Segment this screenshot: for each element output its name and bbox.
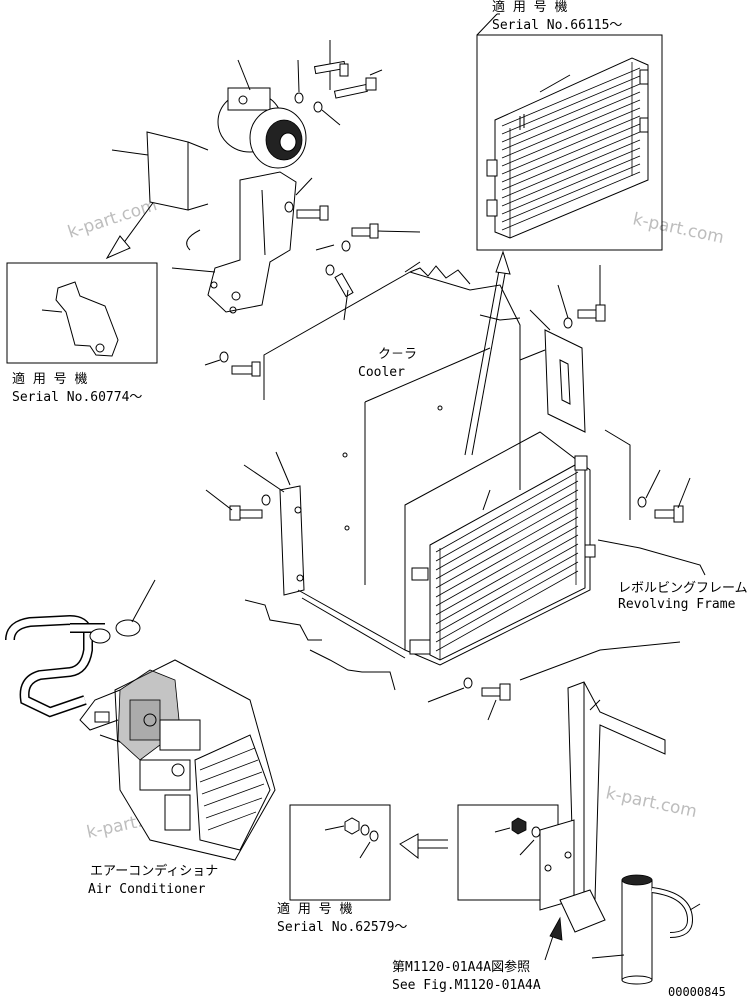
air-conditioner-unit [5, 579, 276, 861]
air-conditioner-label-en: Air Conditioner [88, 882, 206, 897]
detail-bottom-serial: Serial No.62579～ [277, 920, 407, 935]
cooler-bolts [205, 265, 691, 721]
detail-box-top-left: 適 用 号 機 Serial No.60774～ [6, 199, 158, 405]
detail-top-left-serial: Serial No.60774～ [12, 390, 142, 405]
cooler-condenser [404, 431, 596, 666]
see-fig-label-jp: 第M1120-01A4A図参照 [392, 959, 530, 975]
bracket-detail [41, 281, 119, 357]
air-conditioner-label-jp: エアーコンディショナ [90, 863, 218, 879]
watermark-left-top: k-part.com [65, 195, 159, 243]
frame-outlines [244, 261, 706, 691]
condenser-detail [486, 57, 649, 239]
detail-top-right-jp: 適 用 号 機 [492, 0, 567, 15]
detail-box-bottom: 適 用 号 機 Serial No.62579～ [277, 804, 407, 935]
figure-number: 00000845 [668, 985, 726, 999]
see-fig-label-en: See Fig.M1120-01A4A [392, 978, 541, 993]
detail-box-top-right: 適 用 号 機 Serial No.66115～ [476, 0, 663, 251]
compressor-assembly [111, 40, 421, 377]
arrow-to-detail [464, 250, 511, 456]
cooler-brackets [243, 309, 586, 659]
revolving-frame-label-jp: レボルビングフレーム [618, 581, 747, 596]
detail-top-left-jp: 適 用 号 機 [12, 371, 87, 387]
detail-bottom-jp: 適 用 号 機 [277, 901, 352, 917]
revolving-frame-label-en: Revolving Frame [618, 597, 736, 612]
cooler-label-jp: ク－ラ [378, 347, 417, 362]
arrow-to-bottom-detail [399, 833, 448, 860]
watermark-right-bottom: k-part.com [604, 783, 699, 822]
watermark-right-top: k-part.com [631, 209, 726, 248]
receiver-bracket-area [457, 681, 701, 985]
detail-top-right-serial: Serial No.66115～ [492, 18, 622, 33]
cooler-label-en: Cooler [358, 365, 405, 380]
